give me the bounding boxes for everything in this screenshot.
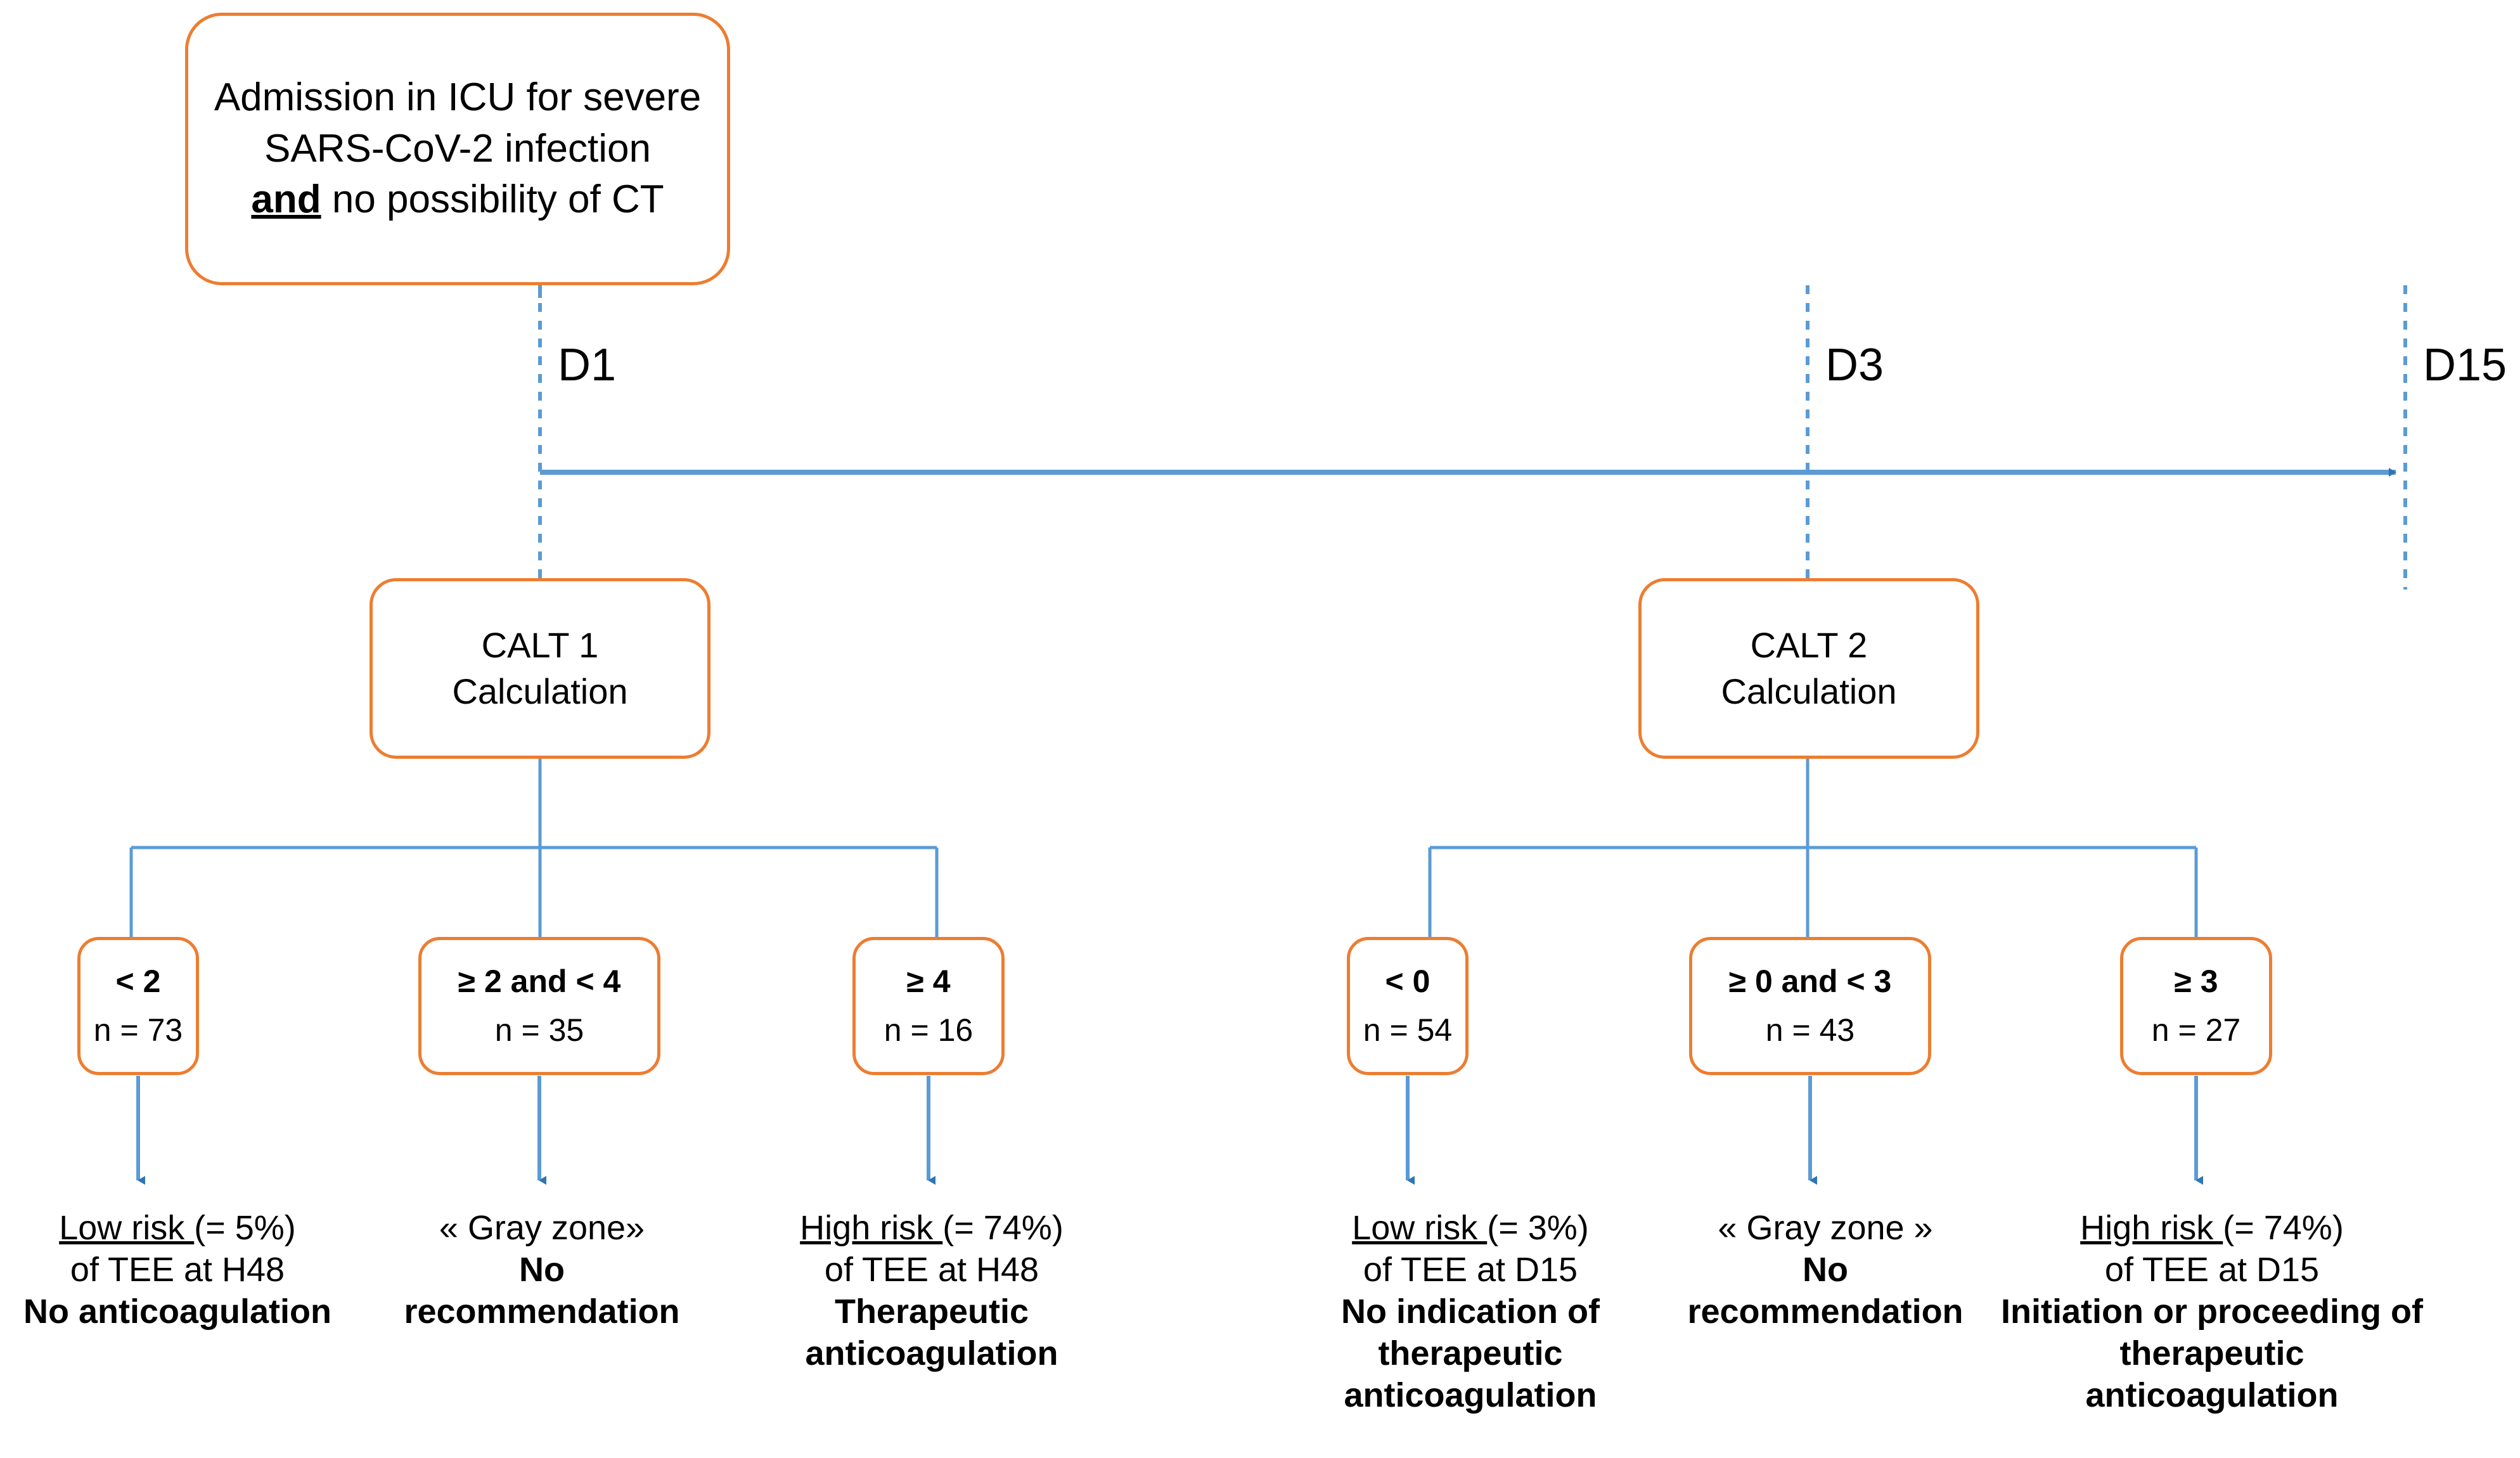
outcome-risk-label: Low risk [59,1209,195,1247]
threshold-count: n = 35 [494,1012,584,1048]
outcome-timing: of TEE at D15 [1363,1250,1578,1289]
outcome-recommendation-line: No indication of [1341,1292,1600,1331]
day-label-d3: D3 [1825,340,1884,390]
calt2-calculation-box: CALT 2 Calculation [1638,578,1979,759]
outcome-recommendation-line: anticoagulation [2085,1376,2339,1414]
threshold-box-calt1-low: < 2 n = 73 [77,937,199,1075]
entry-line-1: Admission in ICU for severe [214,75,702,120]
threshold-condition: < 0 [1385,964,1430,999]
threshold-count: n = 27 [2151,1012,2241,1048]
calt1-calculation-box: CALT 1 Calculation [370,578,710,759]
threshold-box-calt1-high: ≥ 4 n = 16 [852,937,1005,1075]
entry-line-3-keyword: and [251,177,321,222]
outcome-recommendation-line: anticoagulation [1344,1376,1597,1414]
threshold-condition: < 2 [115,964,161,999]
outcome-risk-line: Low risk (= 3%) [1283,1208,1657,1249]
outcome-risk-label: High risk [800,1209,943,1247]
outcome-risk-value: (= 74%) [2223,1209,2344,1247]
outcome-recommendation-line: Initiation or proceeding of [2001,1292,2423,1331]
outcome-calt2-gray: « Gray zone » No recommendation [1648,1208,2003,1333]
threshold-condition: ≥ 4 [906,964,951,999]
outcome-risk-line: High risk (= 74%) [742,1208,1122,1249]
outcome-risk-line: Low risk (= 5%) [0,1208,355,1249]
threshold-box-calt2-high: ≥ 3 n = 27 [2120,937,2272,1075]
calt2-subtitle: Calculation [1721,671,1897,711]
entry-line-3-rest: no possibility of CT [321,177,664,222]
outcome-risk-label: Low risk [1352,1209,1488,1247]
outcome-calt2-high: High risk (= 74%) of TEE at D15 Initiati… [1977,1208,2446,1416]
outcome-calt2-low: Low risk (= 3%) of TEE at D15 No indicat… [1283,1208,1657,1416]
day-label-d15: D15 [2423,340,2507,390]
outcome-risk-line: « Gray zone » [1648,1208,2003,1249]
outcome-risk-label: High risk [2080,1209,2223,1247]
outcome-calt1-low: Low risk (= 5%) of TEE at H48 No anticoa… [0,1208,355,1333]
outcome-risk-label: « Gray zone » [1718,1209,1933,1247]
outcome-recommendation-line: recommendation [1687,1292,1964,1331]
outcome-risk-line: High risk (= 74%) [1977,1208,2446,1249]
outcome-calt1-high: High risk (= 74%) of TEE at H48 Therapeu… [742,1208,1122,1375]
day-label-d1: D1 [558,340,617,390]
threshold-condition: ≥ 3 [2174,964,2218,999]
outcome-recommendation-line: therapeutic [1378,1334,1563,1372]
outcome-timing: of TEE at H48 [824,1250,1039,1289]
outcome-timing: of TEE at H48 [70,1250,285,1289]
calt1-title: CALT 1 [481,624,599,665]
calt1-subtitle: Calculation [452,671,628,711]
outcome-recommendation-line: Therapeutic [834,1292,1029,1331]
outcome-recommendation-line: No [1803,1250,1848,1289]
outcome-calt1-gray: « Gray zone» No recommendation [352,1208,732,1333]
threshold-condition: ≥ 0 and < 3 [1728,964,1892,999]
outcome-recommendation-line: anticoagulation [805,1334,1058,1372]
outcome-risk-value: (= 74%) [942,1209,1064,1247]
outcome-recommendation-line: recommendation [404,1292,680,1331]
outcome-risk-line: « Gray zone» [352,1208,732,1249]
entry-box: Admission in ICU for severe SARS-CoV-2 i… [185,13,730,285]
threshold-box-calt2-gray: ≥ 0 and < 3 n = 43 [1689,937,1931,1075]
threshold-count: n = 43 [1765,1012,1855,1048]
outcome-risk-value: (= 3%) [1487,1209,1589,1247]
outcome-timing: of TEE at D15 [2104,1250,2320,1289]
threshold-condition: ≥ 2 and < 4 [458,964,621,999]
threshold-count: n = 54 [1363,1012,1453,1048]
entry-line-2: SARS-CoV-2 infection [264,126,651,171]
outcome-recommendation-line: therapeutic [2119,1334,2305,1372]
outcome-risk-value: (= 5%) [194,1209,296,1247]
outcome-recommendation-line: No anticoagulation [23,1292,331,1331]
calt2-title: CALT 2 [1750,624,1868,665]
threshold-box-calt1-gray: ≥ 2 and < 4 n = 35 [418,937,660,1075]
threshold-count: n = 73 [93,1012,183,1048]
outcome-recommendation-line: No [519,1250,565,1289]
outcome-risk-label: « Gray zone» [439,1209,645,1247]
threshold-count: n = 16 [884,1012,974,1048]
threshold-box-calt2-low: < 0 n = 54 [1347,937,1469,1075]
